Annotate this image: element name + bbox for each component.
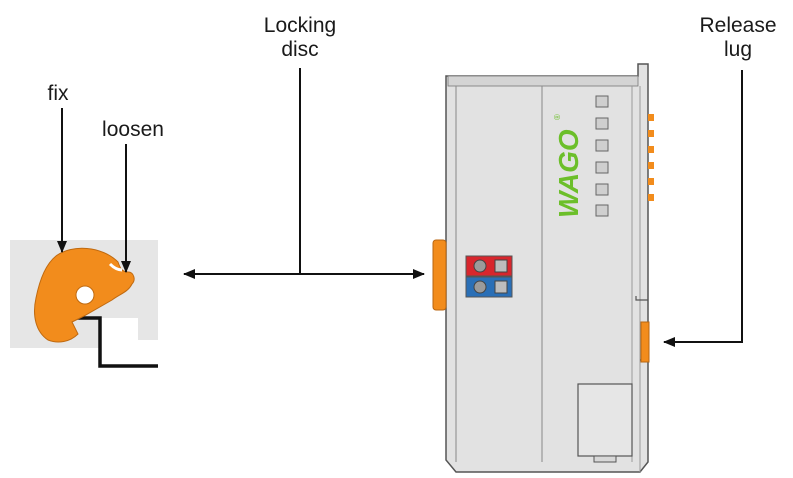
contact-pin [648, 114, 654, 121]
terminal-slot [494, 259, 508, 273]
locking-disc-label-line2: disc [281, 38, 319, 61]
led [595, 183, 609, 196]
registered-mark-icon: ® [553, 114, 562, 120]
wago-module: WAGO ® [432, 63, 654, 473]
release-lug-leader [666, 70, 743, 343]
contact-pin [648, 162, 654, 169]
rail-cutout [100, 318, 158, 352]
contact-pins [648, 114, 654, 201]
locking-disc-detail [10, 240, 158, 368]
locking-disc-label-line1: Locking [263, 14, 337, 37]
contact-pin [648, 178, 654, 185]
module-bottom-slot [593, 455, 617, 463]
loosen-label: loosen [102, 118, 164, 141]
contact-pin [648, 146, 654, 153]
module-top-lip [447, 75, 639, 87]
locking-disc-hole [75, 285, 95, 305]
din-rail [70, 316, 158, 368]
led [595, 161, 609, 174]
terminal-clamp-icon [473, 259, 487, 273]
terminal-slot [494, 280, 508, 294]
release-lug [640, 321, 650, 363]
led [595, 204, 609, 217]
release-lug-label-line1: Release [699, 14, 777, 37]
led [595, 117, 609, 130]
fix-label: fix [47, 82, 69, 105]
module-bottom-window [577, 383, 633, 457]
contact-pin [648, 130, 654, 137]
led [595, 139, 609, 152]
locking-disc-label: Locking disc [250, 14, 350, 62]
terminal-clamp-icon [473, 280, 487, 294]
locking-disc-notch [108, 262, 123, 272]
release-lug-label-line2: lug [723, 38, 753, 61]
release-lug-label: Release lug [693, 14, 783, 62]
contact-pin [648, 194, 654, 201]
power-terminal [465, 255, 513, 298]
module-locking-disc [432, 239, 447, 311]
led [595, 95, 609, 108]
led-column [595, 95, 609, 217]
wago-logo: WAGO [553, 129, 584, 218]
module-right-step [635, 296, 648, 301]
